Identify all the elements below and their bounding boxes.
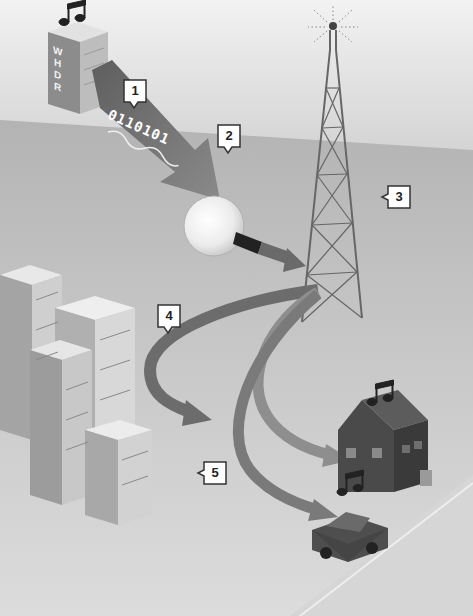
background-part bbox=[290, 475, 473, 616]
transmission-tower-part-part bbox=[326, 88, 343, 127]
city-buildings-part-part bbox=[122, 451, 148, 460]
transmission-tower-part-part bbox=[314, 31, 327, 42]
callout-box-part bbox=[158, 305, 180, 333]
city-buildings-part-part bbox=[100, 360, 130, 370]
transmission-tower-part-part bbox=[317, 174, 347, 175]
city-buildings-part bbox=[85, 430, 118, 525]
broadcast-arrows-part bbox=[182, 400, 212, 426]
signal-arrow bbox=[92, 60, 220, 200]
callout-number: 3 bbox=[389, 187, 409, 207]
radio-station-part bbox=[48, 32, 80, 114]
transmission-tower-part-part bbox=[308, 27, 325, 28]
broadcast-arrows-part bbox=[238, 294, 318, 510]
car-part bbox=[312, 528, 388, 562]
house-part bbox=[402, 445, 410, 453]
transmitter-sphere-part bbox=[283, 248, 306, 272]
broadcast-arrows bbox=[150, 290, 352, 521]
city-buildings-part-part bbox=[122, 476, 148, 485]
transmission-tower-part-part bbox=[322, 128, 347, 174]
background-part bbox=[300, 483, 473, 616]
transmission-tower bbox=[302, 4, 362, 322]
city-buildings-part-part bbox=[66, 382, 88, 390]
house-part bbox=[420, 470, 432, 486]
car bbox=[312, 512, 388, 562]
transmission-tower-part-part bbox=[312, 225, 357, 272]
city-buildings-part-part bbox=[100, 390, 130, 400]
transmission-tower-part-part bbox=[312, 223, 352, 225]
callout-number: 2 bbox=[219, 126, 239, 146]
city-buildings bbox=[0, 265, 152, 525]
transmission-tower-part-part bbox=[326, 87, 339, 88]
transmission-tower-part-part bbox=[339, 10, 352, 22]
callout-box-part bbox=[382, 186, 410, 208]
city-buildings-part bbox=[36, 292, 148, 485]
radio-station-part bbox=[84, 48, 104, 55]
transmission-tower-part bbox=[308, 4, 358, 42]
callout-number: 4 bbox=[159, 306, 179, 326]
transmitter-sphere-part bbox=[233, 232, 262, 254]
callout-box-part bbox=[218, 125, 240, 153]
music-note bbox=[337, 470, 364, 496]
car-part bbox=[326, 512, 370, 532]
house bbox=[338, 390, 432, 492]
transmission-tower-part bbox=[329, 22, 337, 30]
house-part bbox=[414, 441, 422, 449]
transmission-tower-part-part bbox=[307, 272, 357, 275]
callout-number: 5 bbox=[205, 463, 225, 483]
city-buildings-part bbox=[30, 350, 62, 505]
transmission-tower-part bbox=[335, 30, 337, 50]
city-buildings-part-part bbox=[36, 352, 58, 360]
callout-box-part bbox=[124, 80, 146, 108]
transmission-tower-part-part bbox=[333, 4, 334, 20]
transmission-tower-part bbox=[302, 50, 330, 322]
music-note-part bbox=[376, 380, 394, 389]
city-buildings-part-part bbox=[36, 292, 58, 300]
city-buildings-part-part bbox=[66, 442, 88, 450]
music-note bbox=[367, 380, 394, 406]
music-note-part bbox=[346, 470, 364, 479]
transmission-tower-part-part bbox=[307, 223, 352, 275]
transmission-tower-part-part bbox=[339, 31, 352, 42]
station-sign: WHDR bbox=[53, 44, 62, 95]
callout-box-part bbox=[198, 462, 226, 484]
transmission-tower-part-part bbox=[314, 10, 327, 22]
city-buildings-part-part bbox=[36, 322, 58, 330]
transmission-tower-part-part bbox=[312, 174, 347, 225]
city-buildings-part-part bbox=[100, 330, 130, 340]
city-buildings-part-part bbox=[66, 412, 88, 420]
house-part bbox=[372, 448, 382, 458]
transmitter-sphere-part bbox=[184, 196, 244, 256]
music-note-part bbox=[68, 0, 86, 9]
car-part bbox=[320, 547, 332, 559]
transmission-tower-part bbox=[329, 30, 331, 50]
broadcast-arrows-part bbox=[308, 499, 338, 521]
city-buildings-part bbox=[0, 275, 32, 440]
music-note bbox=[59, 0, 86, 26]
callout-number: 1 bbox=[125, 81, 145, 101]
transmission-tower-part-part bbox=[322, 127, 343, 128]
transmission-tower-part-part bbox=[341, 27, 358, 28]
transmission-tower-part-part bbox=[317, 175, 352, 223]
transmitter-sphere bbox=[184, 196, 306, 272]
signal-arrow-part bbox=[92, 60, 220, 200]
transmission-tower-part-part bbox=[322, 88, 339, 128]
house-part bbox=[346, 448, 356, 458]
city-buildings-part bbox=[118, 430, 152, 525]
transmission-tower-part-part bbox=[317, 127, 343, 175]
car-part bbox=[366, 542, 378, 554]
